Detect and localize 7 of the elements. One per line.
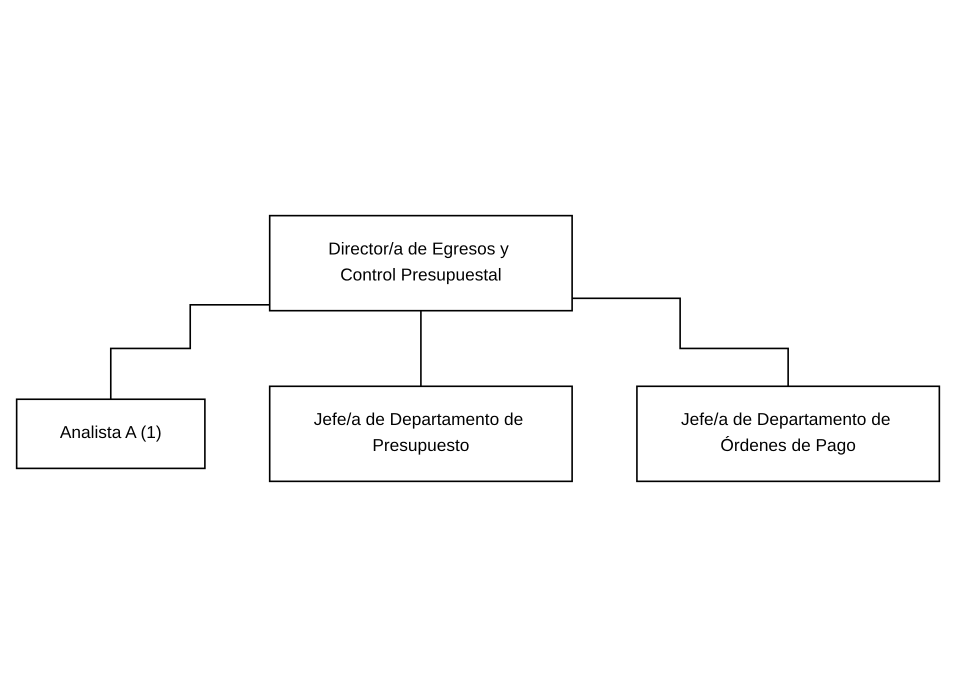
connector bbox=[420, 309, 422, 387]
node-box: Director/a de Egresos y Control Presupuestal bbox=[268, 214, 573, 311]
connector bbox=[110, 303, 270, 400]
node-box: Analista A (1) bbox=[16, 398, 206, 469]
node-box: Jefe/a de Departamento de Órdenes de Pago bbox=[636, 384, 940, 482]
connector bbox=[572, 297, 789, 387]
node-box: Jefe/a de Departamento de Presupuesto bbox=[268, 384, 573, 482]
